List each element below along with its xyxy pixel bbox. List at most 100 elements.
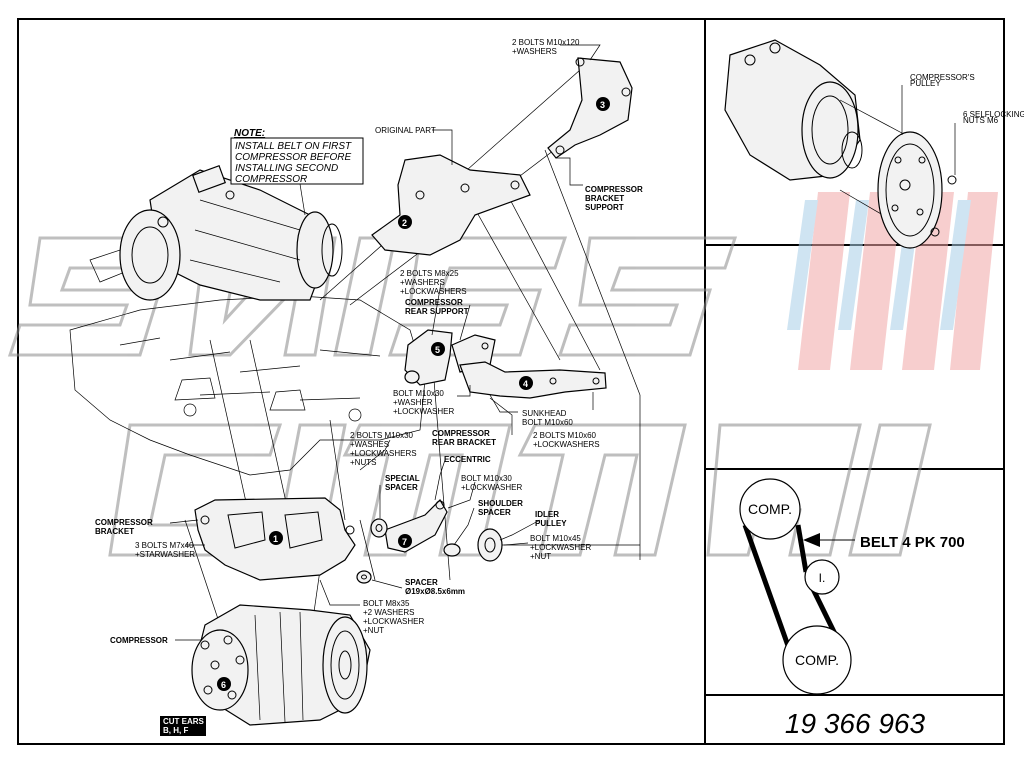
label-special-spacer-line-1: SPECIAL: [385, 474, 420, 483]
label-rear-support-line-2: REAR SUPPORT: [405, 307, 469, 316]
note-line-4: COMPRESSOR: [235, 174, 307, 185]
part-1-compressor-bracket: 1: [194, 497, 356, 581]
watermark-stripes-red: [798, 192, 998, 370]
label-bolt-m10x30-washer-line-2: +WASHER: [393, 398, 433, 407]
label-bolts-m10x120-line-2: +WASHERS: [512, 47, 557, 56]
label-rear-bracket-line-2: REAR BRACKET: [432, 438, 496, 447]
installation-note: NOTE: INSTALL BELT ON FIRST COMPRESSOR B…: [230, 128, 364, 216]
note-heading: NOTE:: [234, 128, 265, 139]
idler-pulley: [477, 528, 503, 562]
label-special-spacer-line-2: SPACER: [385, 483, 418, 492]
callout-6-badge: [217, 677, 231, 691]
belt-idler-pulley: [804, 559, 840, 595]
cut-ears-box: [160, 716, 206, 736]
label-sunkhead-line-1: SUNKHEAD: [522, 409, 567, 418]
callout-3: 3: [600, 100, 605, 110]
label-shoulder-spacer-line-2: SPACER: [478, 508, 511, 517]
callout-7: 7: [402, 537, 407, 547]
svg-text:BOLT M10x45+LOCKWASHER+NUT: BOLT M10x45+LOCKWASHER+NUT: [530, 534, 591, 561]
callout-1-badge: [269, 531, 283, 545]
label-bracket-support-line-3: SUPPORT: [585, 203, 624, 212]
label-bolts-m10x30-nuts-line-2: +WASHES: [350, 440, 389, 449]
label-bolts-m7x40-line-1: 3 BOLTS M7x40: [135, 541, 194, 550]
label-eccentric: ECCENTRIC: [444, 455, 491, 464]
callout-6: 6: [221, 680, 226, 690]
label-bolts-m8x25-line-1: 2 BOLTS M8x25: [400, 269, 459, 278]
label-sunkhead-line-2: BOLT M10x60: [522, 418, 573, 427]
callout-4-badge: [519, 376, 533, 390]
leader-lines: [169, 44, 601, 641]
label-spacer-line-2: Ø19xØ8.5x6mm: [405, 587, 465, 596]
belt-routing-panel: COMP. I. COMP. BELT 4 PK 700: [739, 478, 965, 695]
belt-bottom-pulley-label: COMP.: [795, 652, 839, 668]
label-bolts-m10x30-nuts-line-1: 2 BOLTS M10x30: [350, 431, 414, 440]
label-bolt-m8x35-line-1: BOLT M8x35: [363, 599, 410, 608]
callout-2: 2: [402, 218, 407, 228]
part-2-original-bracket: 2: [371, 154, 531, 256]
label-pulley-line-1: COMPRESSOR'S: [910, 73, 975, 82]
label-pulley-line-2: PULLEY: [910, 79, 941, 88]
svg-text:2 BOLTS M8x25+WASHERS+LOCKWASH: 2 BOLTS M8x25+WASHERS+LOCKWASHERS: [400, 269, 467, 296]
label-bolt-m10x30-washer-line-3: +LOCKWASHER: [393, 407, 454, 416]
special-spacer: [370, 518, 388, 538]
label-bolts-m10x120-line-1: 2 BOLTS M10x120: [512, 38, 580, 47]
part-labels: 2 BOLTS M10x120+WASHERS ORIGINAL PART CO…: [95, 38, 643, 736]
svg-text:2 BOLTS M10x120+WASHERS: 2 BOLTS M10x120+WASHERS: [512, 38, 580, 56]
label-idler-pulley-line-2: PULLEY: [535, 519, 567, 528]
belt-right-run-upper: [795, 524, 809, 573]
label-bolt-m10x30-lock-line-1: BOLT M10x30: [461, 474, 512, 483]
part-6-compressor: 6: [191, 604, 371, 726]
label-bolt-m8x35-line-3: +LOCKWASHER: [363, 617, 424, 626]
label-nuts-line-2: NUTS M6: [963, 116, 999, 125]
belt-idler-label: I.: [819, 571, 826, 585]
label-original-part: ORIGINAL PART: [375, 126, 436, 135]
label-bracket-support-line-2: BRACKET: [585, 194, 624, 203]
spacer-washer: [356, 570, 372, 584]
belt-arrow-head: [803, 533, 820, 547]
callout-5-badge: [431, 342, 445, 356]
label-rear-bracket-line-1: COMPRESSOR: [432, 429, 490, 438]
outer-frame: [17, 18, 1005, 745]
label-bolts-m10x30-nuts-line-4: +NUTS: [350, 458, 376, 467]
part-4-compressor-rear-bracket: 4: [459, 361, 607, 399]
label-bolt-m10x30-washer-line-1: BOLT M10x30: [393, 389, 444, 398]
callout-7-badge: [398, 534, 412, 548]
label-bolt-m8x35-line-4: +NUT: [363, 626, 384, 635]
label-bolt-m10x45-line-3: +NUT: [530, 552, 551, 561]
svg-text:2 BOLTS M10x30+WASHES+LOCKWASH: 2 BOLTS M10x30+WASHES+LOCKWASHERS+NUTS: [350, 431, 417, 467]
label-compressor-bracket-line-2: BRACKET: [95, 527, 134, 536]
svg-text:3 BOLTS M7x40+STARWASHER: 3 BOLTS M7x40+STARWASHER: [135, 541, 195, 559]
shoulder-spacer: [443, 543, 461, 557]
label-compressor: COMPRESSOR: [110, 636, 168, 645]
svg-text:BOLT M10x30+WASHER+LOCKWASHER: BOLT M10x30+WASHER+LOCKWASHER: [393, 389, 454, 416]
svg-text:BOLT M10x30+LOCKWASHER: BOLT M10x30+LOCKWASHER: [461, 474, 522, 492]
label-bolts-m10x30-nuts-line-3: +LOCKWASHERS: [350, 449, 417, 458]
watermark-outline-letters-top: [7, 236, 738, 357]
callout-5: 5: [435, 345, 440, 355]
label-bolt-m8x35-line-2: +2 WASHERS: [363, 608, 415, 617]
callout-1: 1: [273, 534, 278, 544]
belt-spec-label: BELT 4 PK 700: [860, 534, 965, 551]
compressor-pulley-disc: [877, 131, 943, 249]
note-box: [230, 137, 364, 185]
label-bolts-m10x60-line-2: +LOCKWASHERS: [533, 440, 600, 449]
part-7-eccentric-assembly: 7: [356, 499, 503, 584]
belt-left-run: [742, 524, 795, 658]
svg-text:BOLT M8x35+2 WASHERS+LOCKWASHE: BOLT M8x35+2 WASHERS+LOCKWASHER+NUT: [363, 599, 424, 635]
label-compressor-bracket-line-1: COMPRESSOR: [95, 518, 153, 527]
label-bolt-m10x45-line-1: BOLT M10x45: [530, 534, 581, 543]
label-cut-ears-line-2: B, H, F: [163, 726, 188, 735]
label-idler-pulley-line-1: IDLER: [535, 510, 559, 519]
